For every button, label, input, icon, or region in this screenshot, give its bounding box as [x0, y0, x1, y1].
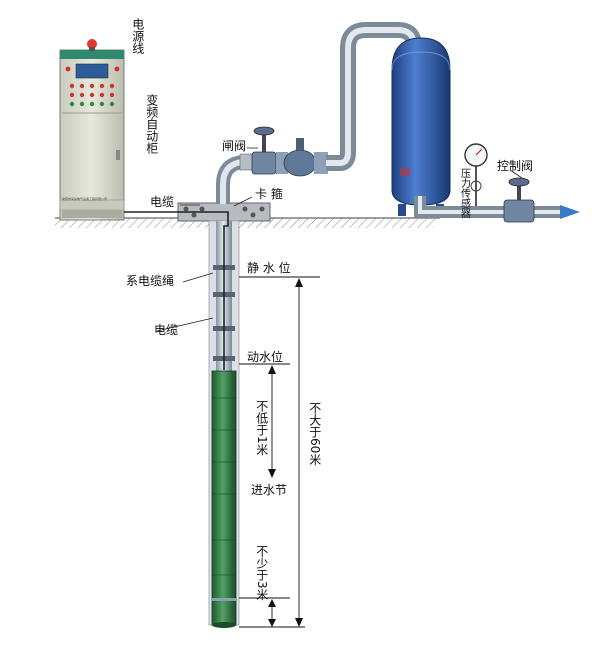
cabinet-display	[75, 63, 109, 79]
label-dynamic-water: 动水位	[247, 350, 284, 364]
submersible-pump	[211, 370, 237, 628]
leader-lines	[156, 147, 523, 332]
label-water-inlet: 进水节	[251, 483, 288, 497]
dimension-arrowheads	[268, 278, 303, 627]
label-control-valve: 控制阀	[497, 159, 534, 173]
label-cable-lower: 电缆	[154, 323, 179, 337]
tank-feed-pipe	[326, 22, 422, 171]
check-valve-icon	[276, 138, 328, 177]
control-valve-icon	[503, 177, 535, 223]
pressure-tank	[391, 37, 451, 216]
gate-valve-icon	[251, 126, 277, 175]
label-clamp: 卡 箍	[255, 187, 283, 201]
label-not-over-60m: 不大于60米	[307, 402, 322, 466]
dimension-lines	[239, 276, 320, 628]
pressure-gauge-icon	[464, 143, 488, 206]
label-cable: 电缆	[150, 195, 175, 209]
label-vfd-cabinet: 变频自动柜	[144, 94, 159, 154]
label-static-water: 静 水 位	[247, 261, 291, 275]
label-power-line: 电源线	[130, 18, 145, 54]
label-not-less-1m: 不低于1米	[254, 400, 269, 456]
flow-arrow-icon	[560, 205, 580, 219]
label-gate-valve: 闸阀	[222, 139, 247, 153]
cabinet-maker-plate: 襄阳市某某电气设备工程有限公司	[62, 197, 108, 201]
power-cable	[124, 211, 229, 370]
label-pressure-sensor: 压力传感器	[458, 168, 470, 218]
vfd-cabinet	[59, 39, 125, 221]
label-cable-tie-rope: 系电缆绳	[126, 274, 175, 288]
label-not-less-3m: 不少于3米	[254, 545, 269, 601]
alarm-lamp-icon	[87, 39, 97, 49]
outlet-pipe	[216, 153, 262, 204]
